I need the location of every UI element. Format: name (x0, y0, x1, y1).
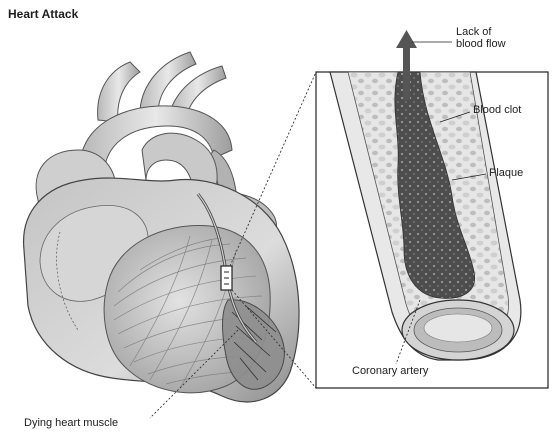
label-plaque: Plaque (489, 167, 523, 179)
label-dying-heart-muscle: Dying heart muscle (24, 417, 118, 429)
artery-inset (316, 30, 548, 388)
label-lack-of-blood-flow-2: blood flow (456, 38, 506, 50)
diagram-title: Heart Attack (8, 8, 78, 20)
label-lack-of-blood-flow-1: Lack of (456, 26, 491, 38)
heart-illustration (24, 52, 299, 402)
label-coronary-artery: Coronary artery (352, 365, 428, 377)
label-blood-clot: Blood clot (473, 104, 521, 116)
